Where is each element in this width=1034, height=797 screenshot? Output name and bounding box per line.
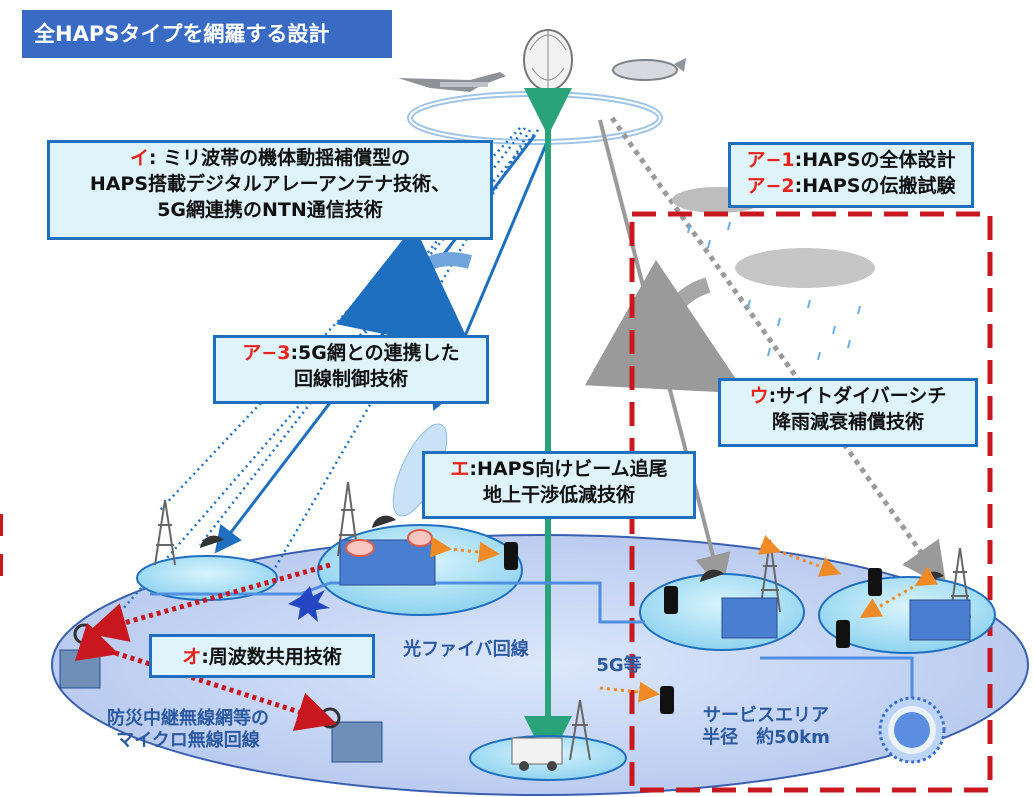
line-i-3: 5G網連携のNTN通信技術	[157, 199, 383, 221]
label-box-e: エ:HAPS向けビーム追尾 地上干渉低減技術	[422, 451, 696, 519]
code-a2: ア−2	[746, 175, 795, 197]
fiber-label: 光ファイバ回線	[403, 639, 529, 660]
gray-links	[584, 116, 947, 591]
line-a3-2: 回線制御技術	[293, 368, 408, 390]
line-e-2: 地上干渉低減技術	[482, 484, 635, 506]
globe-icon	[878, 696, 946, 764]
label-box-o: オ:周波数共用技術	[149, 634, 375, 678]
code-a1: ア−1	[746, 149, 795, 171]
label-box-a3: ア−3:5G網との連携した 回線制御技術	[213, 335, 489, 404]
label-box-a1-a2: ア−1:HAPSの全体設計 ア−2:HAPSの伝搬試験	[728, 142, 974, 208]
text-a1: :HAPSの全体設計	[794, 149, 956, 171]
haps-ring	[407, 91, 663, 145]
orange-links	[429, 535, 939, 703]
text-o: :周波数共用技術	[201, 646, 342, 668]
code-e: エ	[450, 458, 470, 480]
line-i-1: ミリ波帯の機体動揺補償型の	[163, 147, 411, 169]
line-a3-1: :5G網との連携した	[290, 342, 460, 364]
glider-icon	[398, 72, 506, 92]
5g-label: 5G等	[596, 655, 642, 676]
vehicle-icon	[511, 737, 563, 771]
code-i: イ	[129, 147, 149, 169]
line-e-1: :HAPS向けビーム追尾	[469, 458, 668, 480]
line-i-2: HAPS搭載デジタルアレーアンテナ技術、	[89, 173, 451, 195]
service-area-line1: サービスエリア	[703, 705, 829, 726]
label-box-i: イ: ミリ波帯の機体動揺補償型の HAPS搭載デジタルアレーアンテナ技術、 5G…	[47, 140, 493, 240]
line-u-1: :サイトダイバーシチ	[768, 385, 947, 407]
code-o: オ	[182, 646, 202, 668]
red-links	[74, 562, 338, 731]
label-box-u: ウ:サイトダイバーシチ 降雨減衰補償技術	[718, 378, 978, 447]
service-area-line2: 半径 約50km	[702, 727, 830, 748]
rain-cloud-icon	[672, 187, 875, 361]
code-u: ウ	[749, 385, 769, 407]
code-a3: ア−3	[242, 342, 291, 364]
airship-icon	[612, 58, 686, 81]
text-a2: :HAPSの伝搬試験	[794, 175, 956, 197]
micro-link-label: 防災中継無線網等の マイクロ無線回線	[58, 708, 318, 752]
line-u-2: 降雨減衰補償技術	[771, 411, 924, 433]
micro-link-line1: 防災中継無線網等の	[107, 708, 269, 729]
page-title: 全HAPSタイプを網羅する設計	[22, 10, 392, 58]
service-area-label: サービスエリア 半径 約50km	[686, 705, 846, 749]
control-rotate-arrow	[336, 225, 474, 353]
micro-link-line2: マイクロ無線回線	[116, 730, 260, 751]
fiber-lines	[150, 581, 914, 705]
beam-spots	[345, 529, 433, 557]
interference-burst-icon	[288, 586, 330, 622]
